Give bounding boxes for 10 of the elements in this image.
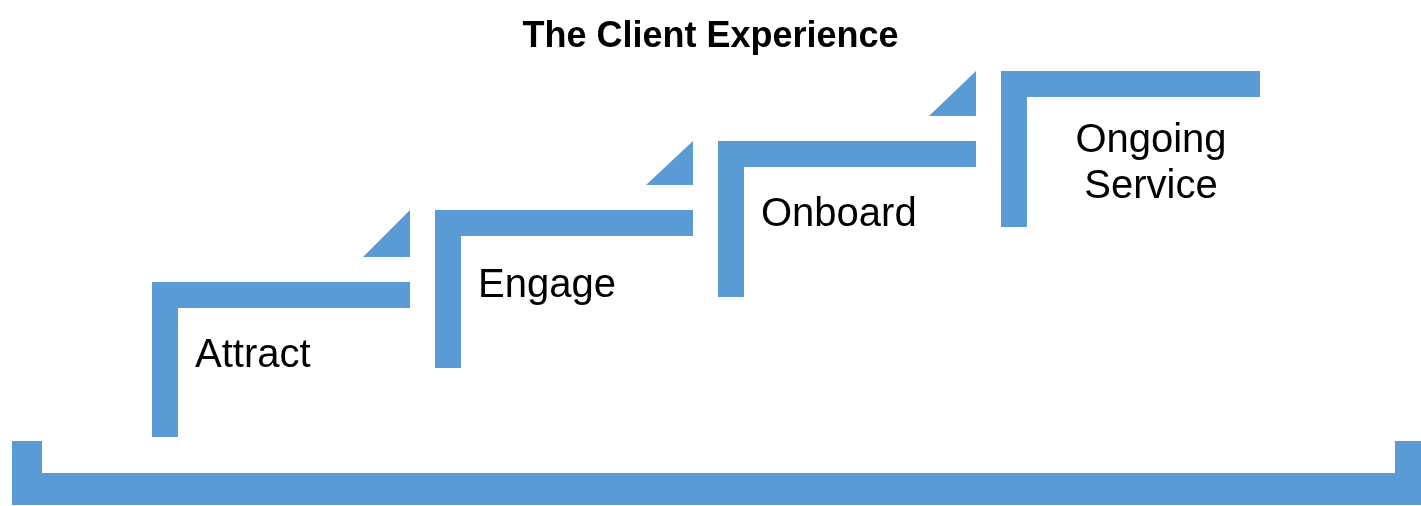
step-shape — [1001, 71, 1260, 227]
title: The Client Experience — [521, 14, 900, 56]
step-shape — [718, 141, 976, 297]
step-label: Attract — [195, 330, 312, 376]
step-shape — [152, 282, 410, 437]
base-bracket — [12, 441, 1421, 505]
step-label: Onboard — [761, 189, 918, 235]
step-shape — [435, 210, 693, 368]
step-label: Ongoing Service — [1074, 115, 1228, 207]
step-label: Engage — [478, 260, 617, 306]
